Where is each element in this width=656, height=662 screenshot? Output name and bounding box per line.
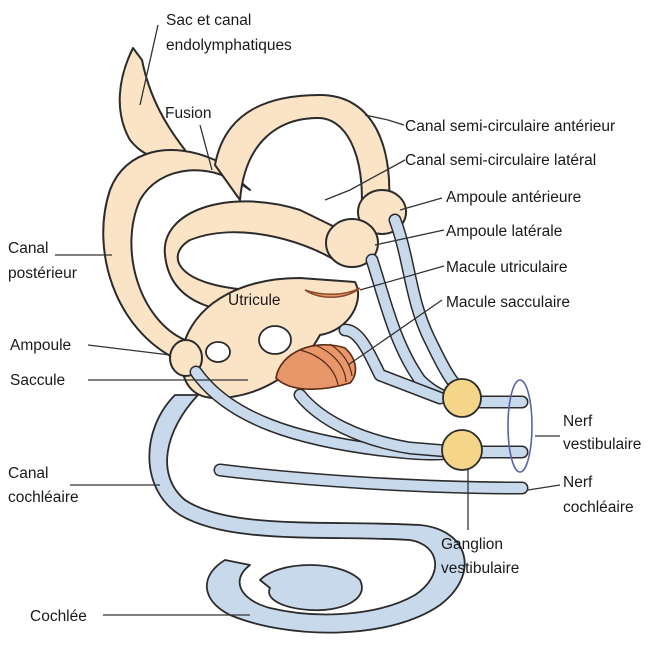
- label-canal-cochleaire-line1: Canal: [8, 465, 49, 482]
- leader-nerf-cochleaire: [528, 485, 560, 490]
- label-ampoule-anterieure: Ampoule antérieure: [446, 189, 581, 206]
- label-nerf-vestibulaire-line1: Nerf: [563, 413, 593, 430]
- cochlea-coil: [260, 565, 362, 610]
- cochlear-nerve-fill: [220, 470, 522, 488]
- label-cochlee: Cochlée: [30, 608, 87, 625]
- endolymphatic-sac: [120, 48, 185, 158]
- label-fusion: Fusion: [165, 105, 212, 122]
- label-nerf-vestibulaire-line2: vestibulaire: [563, 436, 641, 453]
- label-macule-utriculaire: Macule utriculaire: [446, 259, 567, 276]
- leader-ampoule-anterieure: [400, 198, 442, 210]
- label-saccule: Saccule: [10, 372, 65, 389]
- ganglion-lower: [442, 430, 482, 470]
- vestibule-opening-upper: [259, 326, 291, 354]
- label-canal-cochleaire-line2: cochléaire: [8, 489, 79, 506]
- vestibule-opening-left: [206, 342, 230, 362]
- label-sac-line2: endolymphatiques: [166, 37, 292, 54]
- label-nerf-cochleaire-line2: cochléaire: [563, 499, 634, 516]
- label-ganglion-line2: vestibulaire: [441, 560, 519, 577]
- label-nerf-cochleaire-line1: Nerf: [563, 474, 593, 491]
- label-ganglion-line1: Ganglion: [441, 536, 503, 553]
- label-ampoule: Ampoule: [10, 337, 71, 354]
- label-utricule: Utricule: [228, 292, 281, 309]
- label-canal-lateral: Canal semi-circulaire latéral: [405, 152, 596, 169]
- label-canal-anterieur: Canal semi-circulaire antérieur: [405, 118, 615, 135]
- label-sac-line1: Sac et canal: [166, 12, 251, 29]
- label-canal-posterieur-line1: Canal: [8, 240, 49, 257]
- label-canal-posterieur-line2: postérieur: [8, 265, 77, 282]
- label-macule-sacculaire: Macule sacculaire: [446, 294, 570, 311]
- label-ampoule-laterale: Ampoule latérale: [446, 223, 562, 240]
- ganglion-upper: [443, 379, 481, 417]
